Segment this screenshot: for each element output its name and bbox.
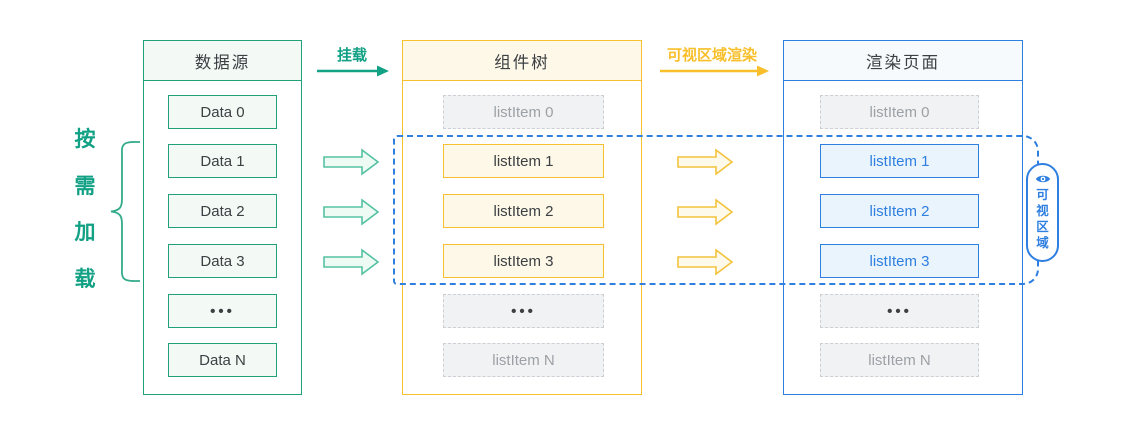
source-column-title: 数据源 (144, 41, 301, 81)
source-column: 数据源 Data 0 Data 1 Data 2 Data 3 ••• Data… (143, 40, 302, 395)
page-item-0: listItem 0 (820, 95, 979, 129)
page-item-ellipsis: ••• (820, 294, 979, 328)
viewport-badge-label: 可视区域 (1036, 188, 1049, 250)
mount-arrow-icon (317, 65, 389, 77)
tree-item-2: listItem 2 (443, 194, 604, 228)
page-item-1: listItem 1 (820, 144, 979, 178)
data-item-n: Data N (168, 343, 277, 377)
component-tree-title: 组件树 (403, 41, 641, 81)
data-item-0: Data 0 (168, 95, 277, 129)
demand-load-label: 按需加载 (74, 128, 96, 291)
flow-arrows-green (323, 148, 380, 276)
page-item-n: listItem N (820, 343, 979, 377)
render-arrow-icon (660, 65, 769, 77)
render-arrow-label: 可视区域渲染 (666, 47, 757, 64)
data-item-3: Data 3 (168, 244, 277, 278)
tree-item-n: listItem N (443, 343, 604, 377)
render-page-title: 渲染页面 (784, 41, 1022, 81)
page-item-3: listItem 3 (820, 244, 979, 278)
data-item-1: Data 1 (168, 144, 277, 178)
page-item-2: listItem 2 (820, 194, 979, 228)
viewport-badge: 可视区域 (1026, 163, 1059, 262)
mount-arrow-label: 挂载 (336, 47, 367, 64)
flow-arrows-yellow (677, 148, 734, 276)
eye-icon (1035, 175, 1050, 183)
tree-item-ellipsis: ••• (443, 294, 604, 328)
data-item-ellipsis: ••• (168, 294, 277, 328)
data-item-2: Data 2 (168, 194, 277, 228)
tree-item-1: listItem 1 (443, 144, 604, 178)
tree-item-0: listItem 0 (443, 95, 604, 129)
component-tree-column: 组件树 listItem 0 listItem 1 listItem 2 lis… (402, 40, 642, 395)
render-page-column: 渲染页面 listItem 0 listItem 1 listItem 2 li… (783, 40, 1023, 395)
tree-item-3: listItem 3 (443, 244, 604, 278)
